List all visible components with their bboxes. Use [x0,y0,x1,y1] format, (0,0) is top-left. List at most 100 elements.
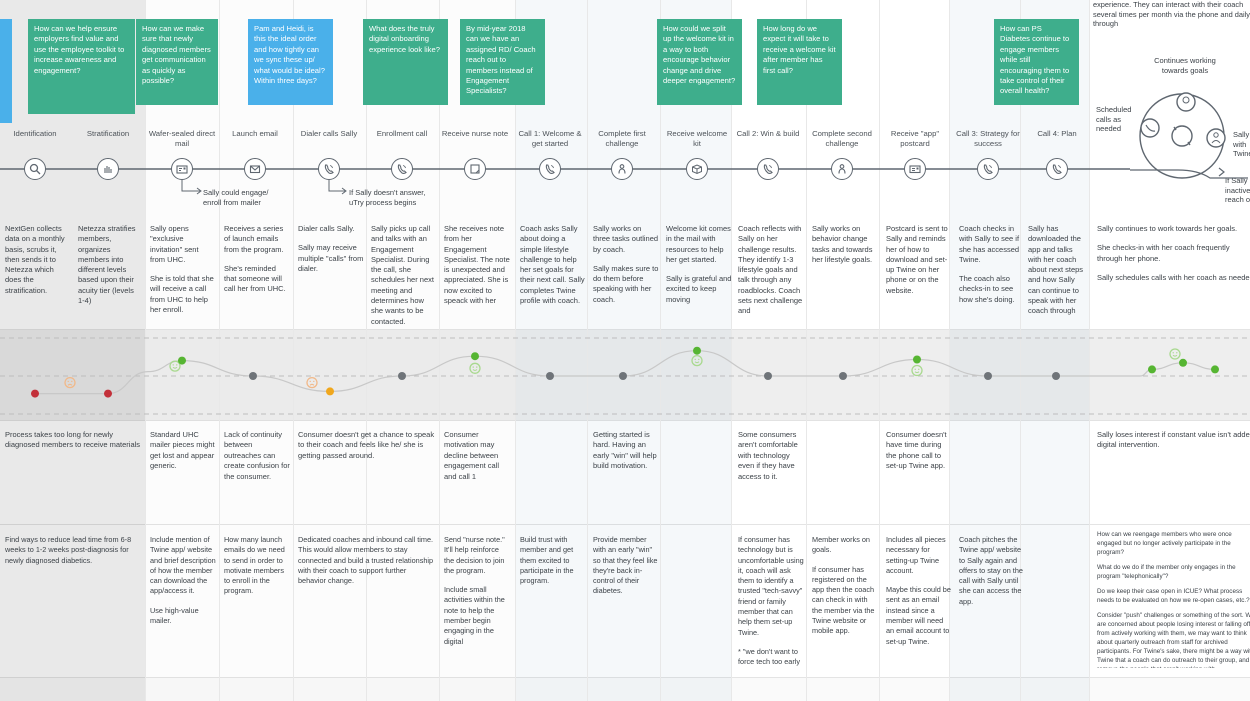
stage-node[interactable] [977,158,999,180]
column-divider [1089,0,1090,701]
stage-node[interactable] [391,158,413,180]
opportunity-cell: How can we reengage members who were onc… [1097,530,1250,668]
emotion-point [471,352,479,361]
phase-identify-column [0,0,145,701]
column-divider [587,0,588,701]
emotion-point [839,372,847,380]
phone-icon [1052,164,1062,174]
stage-label: Call 1: Welcome & get started [518,129,582,148]
opportunity-text: Maybe this could be sent as an email ins… [886,585,951,646]
stage-node[interactable] [1046,158,1068,180]
sticky-note: By mid-year 2018 can we have an assigned… [460,19,545,105]
stage-node[interactable] [97,158,119,180]
stage-node[interactable] [757,158,779,180]
emotion-curve-line [34,350,1216,395]
description-text: NextGen collects data on a monthly basis… [5,224,65,295]
mail-envelope-icon [176,165,188,174]
sticky-note: How could we split up the welcome kit in… [657,19,742,105]
pain-point-cell: Standard UHC mailer pieces might get los… [150,430,215,471]
description-text: Sally makes sure to do them before speak… [593,263,659,304]
loop-exit-line [1130,169,1248,179]
stage-node[interactable] [686,158,708,180]
phone-icon [545,164,555,174]
face-mouth [172,366,178,369]
opportunity-text: Find ways to reduce lead time from 6-8 w… [5,535,132,565]
sad-face-icon [306,376,318,389]
pain-point-cell: Lack of continuity between outreaches ca… [224,430,290,481]
column-divider [515,0,516,701]
description-text: She is told that she will receive a call… [150,274,214,315]
opportunity-cell: Include mention of Twine app/ website an… [150,535,216,673]
pain-point-cell: Getting started is hard. Having an early… [593,430,657,471]
description-text: Sally has downloaded the app and talks w… [1028,224,1084,316]
stage-label: Dialer calls Sally [300,129,358,138]
description-text: Dialer calls Sally. [298,224,355,233]
stage-node[interactable] [244,158,266,180]
sticky-note: How can we make sure that newly diagnose… [136,19,218,105]
phase-app-column [949,0,1089,701]
stage-node[interactable] [318,158,340,180]
column-divider [439,0,440,701]
description-text: Sally opens "exclusive invitation" sent … [150,224,199,264]
stage-node[interactable] [831,158,853,180]
stage-node[interactable] [24,158,46,180]
loop-inactive-label: If Sally inactive reach o [1225,176,1250,204]
opportunity-text: Include small activities within the note… [444,585,505,646]
opportunity-cell: Provide member with an early "win" so th… [593,535,659,673]
opportunity-text: If consumer has technology but is uncomf… [738,535,804,637]
box-icon [692,164,702,175]
face-eye [309,380,311,383]
stage-node[interactable] [539,158,561,180]
opportunity-text: Coach pitches the Twine app/ website to … [959,535,1023,606]
face-eye [176,364,178,366]
description-cell: Sally works on behavior change tasks and… [812,224,878,324]
opportunity-cell: Coach pitches the Twine app/ website to … [959,535,1025,673]
emotion-point [693,346,701,355]
description-cell: Sally picks up call and talks with an En… [371,224,437,324]
face-eye [918,368,920,370]
opportunity-cell: How many launch emails do we need to sen… [224,535,290,673]
description-text: Coach asks Sally about doing a simple li… [520,224,585,306]
face-eye [698,358,700,361]
footer-band [0,678,1250,701]
opportunity-cell: Build trust with member and get them exc… [520,535,586,673]
stage-node[interactable] [464,158,486,180]
sticky-note: How can PS Diabetes continue to engage m… [994,19,1079,105]
loop-scheduled-label: Scheduled calls as needed [1096,105,1132,133]
smile-face-icon [691,354,703,367]
stage-node[interactable] [904,158,926,180]
stage-node[interactable] [171,158,193,180]
description-cell: Sally continues to work towards her goal… [1097,224,1250,324]
sad-face-icon [64,376,76,389]
face-mouth [694,361,700,364]
smile-face-icon [1169,348,1181,360]
sticky-note: ... ... ... [0,19,12,123]
opportunity-cell: Send "nurse note." It'll help reinforce … [444,535,510,673]
bar-chart-icon [104,166,112,173]
column-divider [293,0,294,701]
email-icon [249,165,261,174]
description-cell: NextGen collects data on a monthly basis… [5,224,71,324]
description-text: She receives note from her Engagement Sp… [444,224,510,306]
column-divider [879,0,880,701]
stage-node[interactable] [611,158,633,180]
description-text: She checks-in with her coach frequently … [1097,243,1230,263]
emotion-point [398,372,406,380]
column-divider [949,0,950,701]
description-cell: Coach reflects with Sally on her challen… [738,224,804,324]
description-text: Sally picks up call and talks with an En… [371,224,434,324]
description-text: Sally schedules calls with her coach as … [1097,272,1250,282]
description-cell: Dialer calls Sally. Sally may receive mul… [298,224,364,324]
face-eye [67,380,69,383]
description-text: Sally may receive multiple "calls" from … [298,243,364,273]
description-cell: Welcome kit comes in the mail with resou… [666,224,732,324]
emotion-point [326,387,334,396]
loop-right-label: Sally with Twine [1233,130,1250,158]
opportunity-text: Consider "push" challenges or something … [1097,612,1250,668]
emotion-point [619,372,627,380]
emotion-point [1211,365,1219,374]
column-divider [1020,0,1021,701]
opportunity-text: How can we reengage members who were onc… [1097,531,1232,556]
opportunity-text: Use high-value mailer. [150,605,199,626]
loop-diagram [1130,92,1248,179]
